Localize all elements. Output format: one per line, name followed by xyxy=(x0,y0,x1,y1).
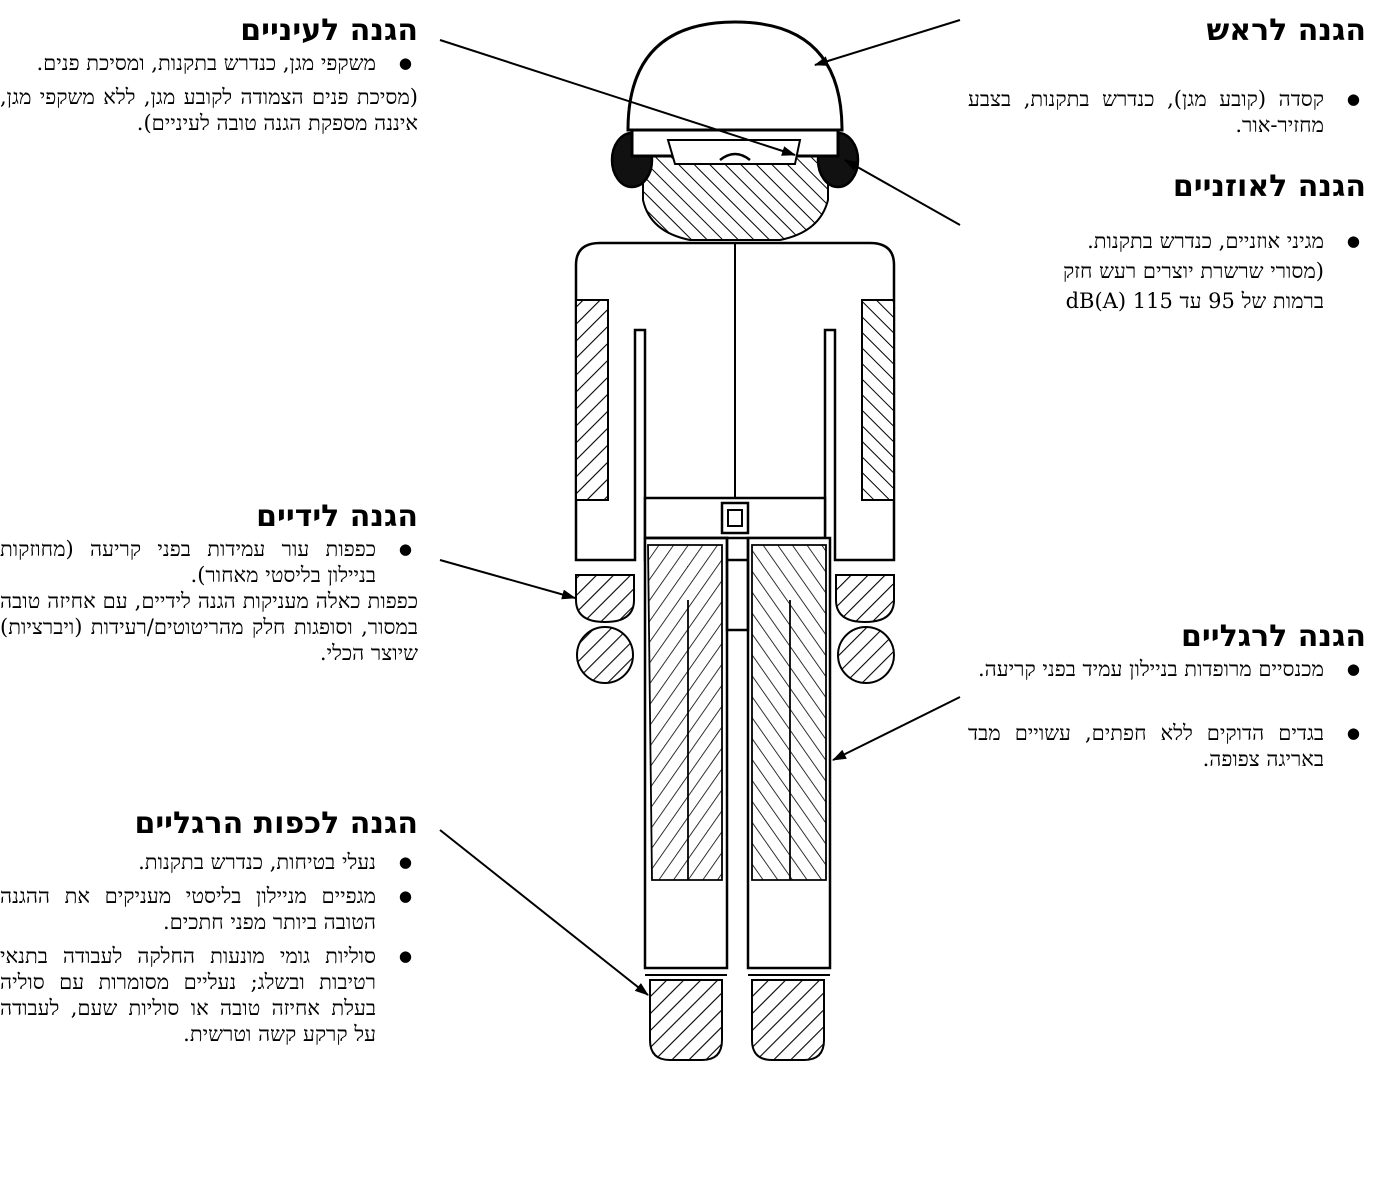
feet-list: נעלי בטיחות, כנדרש בתקנות. מגפיים מניילו… xyxy=(0,849,418,1047)
right-sleeve-pad xyxy=(862,300,894,500)
left-sleeve-pad xyxy=(576,300,608,500)
eyes-note: (מסיכת פנים הצמודה לקובע מגן, ללא משקפי … xyxy=(0,84,418,136)
eyes-item: משקפי מגן, כנדרש בתקנות, ומסיכת פנים. xyxy=(0,50,418,76)
feet-item: נעלי בטיחות, כנדרש בתקנות. xyxy=(0,849,418,875)
left-chap-pad xyxy=(648,545,722,880)
legs-item: בגדים הדוקים ללא חפתים, עשויים מבד באריג… xyxy=(968,720,1366,772)
eyes-title: הגנה לעיניים xyxy=(0,12,418,50)
hands-title: הגנה לידיים xyxy=(0,498,418,536)
legs-title: הגנה לרגליים xyxy=(968,618,1366,656)
feet-title: הגנה לכפות הרגליים xyxy=(0,805,418,843)
hands-note: כפפות כאלה מעניקות הגנה לידיים, עם אחיזה… xyxy=(0,588,418,666)
right-chap-pad xyxy=(752,545,826,880)
helmet xyxy=(628,22,842,130)
left-boot xyxy=(650,980,722,1060)
legs-item: מכנסיים מרופדות בניילון עמיד בפני קריעה. xyxy=(968,656,1366,682)
ears-item-line3: ברמות של 95 עד 115 (dB(A xyxy=(1066,289,1324,313)
feet-item: מגפיים מניילון בליסטי מעניקים את ההגנה ה… xyxy=(0,883,418,935)
head-item: קסדה (קובע מגן), כנדרש בתקנות, בצבע מחזי… xyxy=(968,86,1366,138)
eyes-list: משקפי מגן, כנדרש בתקנות, ומסיכת פנים. xyxy=(0,50,418,76)
left-hand xyxy=(577,627,633,683)
legs-section: הגנה לרגליים מכנסיים מרופדות בניילון עמי… xyxy=(968,618,1366,772)
hands-arrow xyxy=(440,560,575,598)
ears-item-line1: מגיני אוזניים, כנדרש בתקנות. xyxy=(1087,229,1324,253)
ears-item-line2: (מסורי שרשרת יוצרים רעש חזק xyxy=(1063,259,1324,283)
head-section: הגנה לראש קסדה (קובע מגן), כנדרש בתקנות,… xyxy=(968,12,1366,138)
legs-arrow xyxy=(833,697,960,760)
eyes-section: הגנה לעיניים משקפי מגן, כנדרש בתקנות, ומ… xyxy=(0,12,418,136)
head-title: הגנה לראש xyxy=(968,12,1366,50)
ears-item: מגיני אוזניים, כנדרש בתקנות. (מסורי שרשר… xyxy=(968,226,1366,316)
feet-arrow xyxy=(440,830,648,995)
hands-item: כפפות עור עמידות בפני קריעה (מחוזקות בני… xyxy=(0,536,418,588)
left-glove xyxy=(576,575,634,622)
right-glove xyxy=(836,575,894,622)
feet-section: הגנה לכפות הרגליים נעלי בטיחות, כנדרש בת… xyxy=(0,805,418,1047)
ears-section: הגנה לאוזניים מגיני אוזניים, כנדרש בתקנו… xyxy=(968,168,1366,316)
right-hand xyxy=(838,627,894,683)
hands-section: הגנה לידיים כפפות עור עמידות בפני קריעה … xyxy=(0,498,418,666)
hands-list: כפפות עור עמידות בפני קריעה (מחוזקות בני… xyxy=(0,536,418,588)
ears-list: מגיני אוזניים, כנדרש בתקנות. (מסורי שרשר… xyxy=(968,226,1366,316)
ears-title: הגנה לאוזניים xyxy=(968,168,1366,206)
ears-arrow xyxy=(845,160,960,225)
head-arrow xyxy=(815,20,960,65)
feet-item: סוליות גומי מונעות החלקה לעבודה בתנאי רט… xyxy=(0,943,418,1047)
legs-list: מכנסיים מרופדות בניילון עמיד בפני קריעה.… xyxy=(968,656,1366,772)
right-boot xyxy=(752,980,824,1060)
head-list: קסדה (קובע מגן), כנדרש בתקנות, בצבע מחזי… xyxy=(968,86,1366,138)
